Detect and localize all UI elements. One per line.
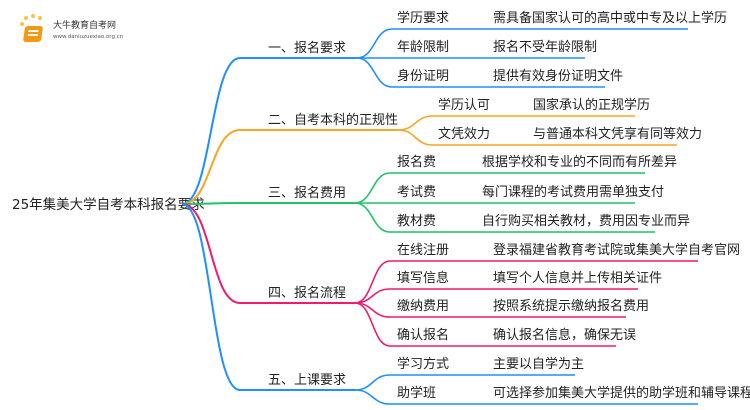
leaf-value: 填写个人信息并上传相关证件 bbox=[493, 270, 662, 286]
branch-link-3 bbox=[181, 202, 355, 205]
branch-node-1: 一、报名要求 bbox=[268, 40, 346, 56]
leaf-value: 登录福建省教育考试院或集美大学自考官网 bbox=[493, 242, 740, 258]
leaf-link bbox=[354, 302, 616, 347]
leaf-link bbox=[354, 288, 638, 304]
leaf-link bbox=[354, 374, 575, 391]
leaf-value: 每门课程的考试费用需单独支付 bbox=[482, 184, 664, 200]
leaf-link bbox=[397, 115, 635, 131]
leaf-label: 助学班 bbox=[397, 385, 436, 401]
leaf-label: 文凭效力 bbox=[438, 127, 490, 142]
branch-link-1 bbox=[181, 57, 357, 205]
leaf-label: 在线注册 bbox=[397, 243, 449, 258]
root-node: 25年集美大学自考本科报名要求 bbox=[12, 197, 205, 213]
branch-node-5: 五、上课要求 bbox=[268, 373, 346, 388]
branch-link-5 bbox=[181, 203, 355, 391]
logo-url: www.daniuzuexiao.org.cn bbox=[53, 34, 124, 40]
branch-node-4: 四、报名流程 bbox=[268, 285, 346, 301]
leaf-link bbox=[356, 57, 605, 88]
logo-title: 大牛教育自考网 bbox=[53, 21, 117, 31]
leaf-value: 根据学校和专业的不同而有所差异 bbox=[482, 154, 677, 170]
leaf-link bbox=[354, 202, 655, 233]
branch-node-2: 二、自考本科的正规性 bbox=[268, 112, 398, 128]
branch-node-3: 三、报名费用 bbox=[268, 185, 346, 201]
leaf-label: 缴纳费用 bbox=[397, 299, 449, 314]
leaf-label: 填写信息 bbox=[397, 270, 449, 286]
leaf-label: 身份证明 bbox=[397, 68, 449, 84]
leaf-value: 按照系统提示缴纳报名费用 bbox=[493, 298, 649, 314]
leaf-label: 考试费 bbox=[397, 185, 436, 200]
leaf-link bbox=[354, 172, 645, 204]
leaf-value: 可选择参加集美大学提供的助学班和辅导课程 bbox=[493, 385, 750, 401]
leaf-value: 提供有效身份证明文件 bbox=[493, 68, 623, 84]
leaf-link bbox=[356, 28, 688, 59]
leaf-value: 自行购买相关教材，费用因专业而异 bbox=[482, 213, 690, 229]
leaf-value: 国家承认的正规学历 bbox=[533, 97, 650, 113]
leaf-label: 学习方式 bbox=[397, 356, 449, 372]
leaf-label: 学历要求 bbox=[397, 10, 449, 26]
leaf-label: 确认报名 bbox=[397, 327, 449, 343]
leaf-label: 学历认可 bbox=[438, 97, 490, 113]
leaf-link bbox=[354, 389, 698, 405]
leaf-value: 与普通本科文凭享有同等效力 bbox=[533, 126, 702, 142]
leaf-label: 教材费 bbox=[397, 213, 436, 229]
leaf-value: 主要以自学为主 bbox=[493, 356, 584, 372]
leaf-link bbox=[397, 129, 677, 146]
branch-link-4 bbox=[181, 203, 355, 304]
leaf-label: 年龄限制 bbox=[397, 40, 449, 55]
leaf-link bbox=[354, 260, 698, 304]
leaf-value: 确认报名信息，确保无误 bbox=[493, 327, 636, 343]
leaf-value: 需具备国家认可的高中或中专及以上学历 bbox=[493, 10, 727, 26]
site-logo: 大牛教育自考网 www.daniuzuexiao.org.cn bbox=[18, 14, 128, 48]
branch-link-2 bbox=[181, 129, 398, 205]
leaf-label: 报名费 bbox=[397, 154, 436, 170]
leaf-value: 报名不受年龄限制 bbox=[493, 39, 597, 55]
